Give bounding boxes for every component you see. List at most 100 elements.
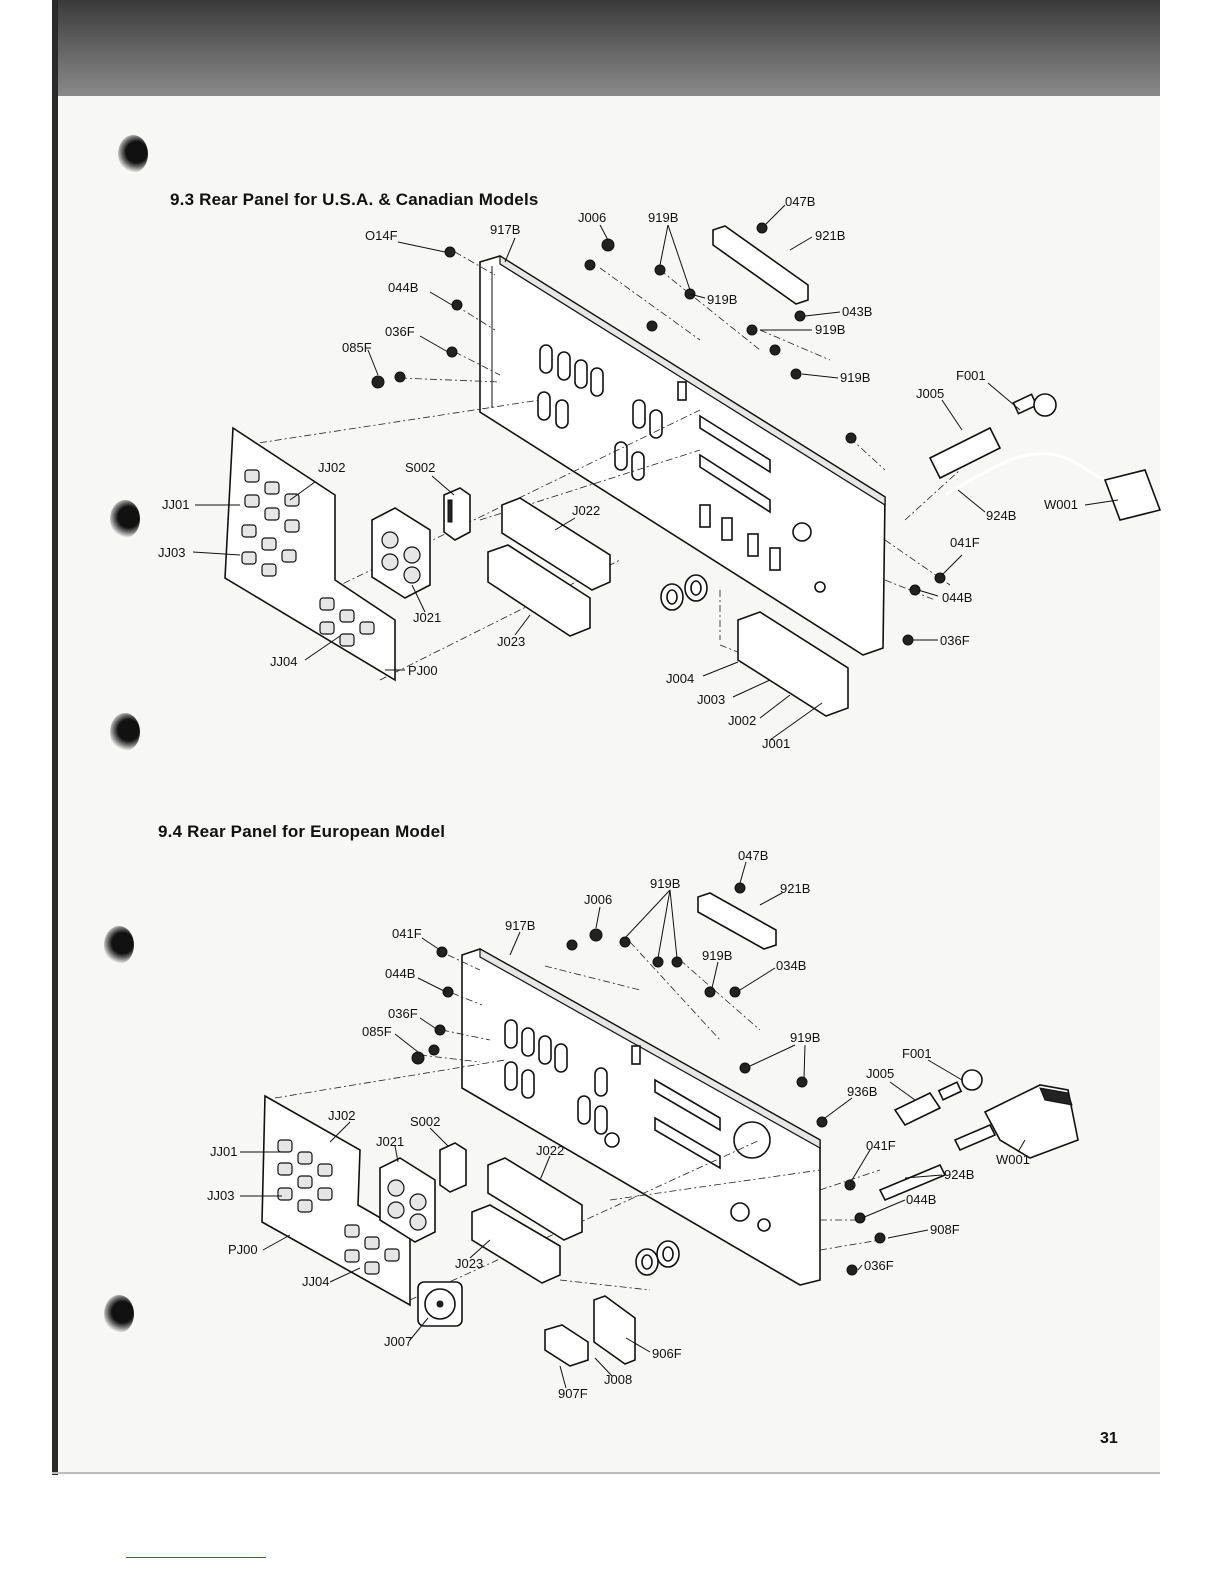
scan-left-edge bbox=[52, 0, 58, 1475]
label-043b: 043B bbox=[842, 304, 872, 319]
label-919b: 919B bbox=[648, 210, 678, 225]
label-j021: J021 bbox=[413, 610, 441, 625]
label-jj03: JJ03 bbox=[158, 545, 185, 560]
label-047b: 047B bbox=[738, 848, 768, 863]
switch-s002 bbox=[443, 487, 471, 541]
page-number: 31 bbox=[1100, 1430, 1118, 1447]
label-907f: 907F bbox=[558, 1386, 588, 1401]
binder-hole bbox=[110, 713, 140, 751]
terminal-j023 bbox=[471, 1204, 561, 1284]
leader-lines bbox=[274, 941, 881, 1301]
fuse-holder-j005-power-cord bbox=[928, 393, 1162, 521]
paper-bottom-edge bbox=[52, 1472, 1160, 1474]
plate-921b bbox=[697, 892, 777, 950]
binder-hole bbox=[118, 135, 148, 173]
label-044b: 044B bbox=[942, 590, 972, 605]
label-919b: 919B bbox=[840, 370, 870, 385]
jack-block-j001-j004 bbox=[737, 611, 849, 717]
label-034b: 034B bbox=[776, 958, 806, 973]
label-j021: J021 bbox=[376, 1134, 404, 1149]
label-j023: J023 bbox=[455, 1256, 483, 1271]
label-917b: 917B bbox=[490, 222, 520, 237]
label-jj01: JJ01 bbox=[210, 1144, 237, 1159]
section-title-europe: 9.4 Rear Panel for European Model bbox=[158, 822, 446, 841]
fuse-holder-j005-power-cord bbox=[878, 1069, 1079, 1202]
label-044b: 044B bbox=[385, 966, 415, 981]
label-919b: 919B bbox=[707, 292, 737, 307]
terminal-j022 bbox=[501, 497, 611, 591]
label-f001: F001 bbox=[902, 1046, 932, 1061]
binder-hole bbox=[104, 1295, 134, 1333]
label-pj00: PJ00 bbox=[408, 663, 438, 678]
label-j023: J023 bbox=[497, 634, 525, 649]
label-jj04: JJ04 bbox=[302, 1274, 329, 1289]
label-jj04: JJ04 bbox=[270, 654, 297, 669]
label-036f: 036F bbox=[940, 633, 970, 648]
label-j022: J022 bbox=[572, 503, 600, 518]
label-936b: 936B bbox=[847, 1084, 877, 1099]
label-036f: 036F bbox=[864, 1258, 894, 1273]
label-041f: 041F bbox=[950, 535, 980, 550]
label-j005: J005 bbox=[866, 1066, 894, 1081]
screws bbox=[411, 882, 886, 1276]
label-s002: S002 bbox=[405, 460, 435, 475]
label-j007: J007 bbox=[384, 1334, 412, 1349]
section-title-usa: 9.3 Rear Panel for U.S.A. & Canadian Mod… bbox=[170, 190, 539, 209]
binder-hole bbox=[104, 926, 134, 964]
screws bbox=[371, 222, 946, 646]
grommets bbox=[635, 1240, 680, 1276]
label-924b: 924B bbox=[986, 508, 1016, 523]
grommets bbox=[660, 574, 708, 611]
label-919b: 919B bbox=[815, 322, 845, 337]
label-921b: 921B bbox=[780, 881, 810, 896]
label-j003: J003 bbox=[697, 692, 725, 707]
connector-j007 bbox=[417, 1281, 463, 1327]
label-919b: 919B bbox=[702, 948, 732, 963]
board-j021 bbox=[379, 1157, 436, 1243]
plate-921b bbox=[712, 225, 809, 305]
label-s002: S002 bbox=[410, 1114, 440, 1129]
label-w001: W001 bbox=[1044, 497, 1078, 512]
link-underline bbox=[126, 1557, 266, 1558]
label-041f: 041F bbox=[866, 1138, 896, 1153]
pcb-board-pj00 bbox=[261, 1094, 411, 1307]
label-036f: 036F bbox=[388, 1006, 418, 1021]
label-908f: 908F bbox=[930, 1222, 960, 1237]
label-921b: 921B bbox=[815, 228, 845, 243]
label-j008: J008 bbox=[604, 1372, 632, 1387]
label-j004: J004 bbox=[666, 671, 694, 686]
pcb-board-pj00 bbox=[224, 426, 396, 682]
label-917b: 917B bbox=[505, 918, 535, 933]
label-jj01: JJ01 bbox=[162, 497, 189, 512]
label-919b: 919B bbox=[650, 876, 680, 891]
label-044b: 044B bbox=[906, 1192, 936, 1207]
label-041f: 041F bbox=[392, 926, 422, 941]
label-pj00: PJ00 bbox=[228, 1242, 258, 1257]
label-036f: 036F bbox=[385, 324, 415, 339]
label-j006: J006 bbox=[584, 892, 612, 907]
label-085f: 085F bbox=[342, 340, 372, 355]
label-919b: 919B bbox=[790, 1030, 820, 1045]
label-924b: 924B bbox=[944, 1167, 974, 1182]
terminal-j023 bbox=[487, 544, 591, 637]
label-044b: 044B bbox=[388, 280, 418, 295]
label-w001: W001 bbox=[996, 1152, 1030, 1167]
board-j021 bbox=[371, 507, 431, 599]
callout-labels-europe: 047B 919B 921B J006 917B 041F 919B 034B … bbox=[207, 848, 1030, 1401]
label-j002: J002 bbox=[728, 713, 756, 728]
scan-dark-band bbox=[52, 0, 1160, 96]
label-jj03: JJ03 bbox=[207, 1188, 234, 1203]
label-047b: 047B bbox=[785, 194, 815, 209]
label-j005: J005 bbox=[916, 386, 944, 401]
switch-s002 bbox=[439, 1142, 467, 1193]
rear-panel-plate bbox=[461, 947, 821, 1286]
label-085f: 085F bbox=[362, 1024, 392, 1039]
callout-labels-usa: O14F 917B J006 919B 047B 921B 044B 919B … bbox=[158, 194, 1119, 751]
label-j022: J022 bbox=[536, 1143, 564, 1158]
label-906f: 906F bbox=[652, 1346, 682, 1361]
binder-hole bbox=[110, 500, 140, 538]
label-j001: J001 bbox=[762, 736, 790, 751]
label-jj02: JJ02 bbox=[328, 1108, 355, 1123]
